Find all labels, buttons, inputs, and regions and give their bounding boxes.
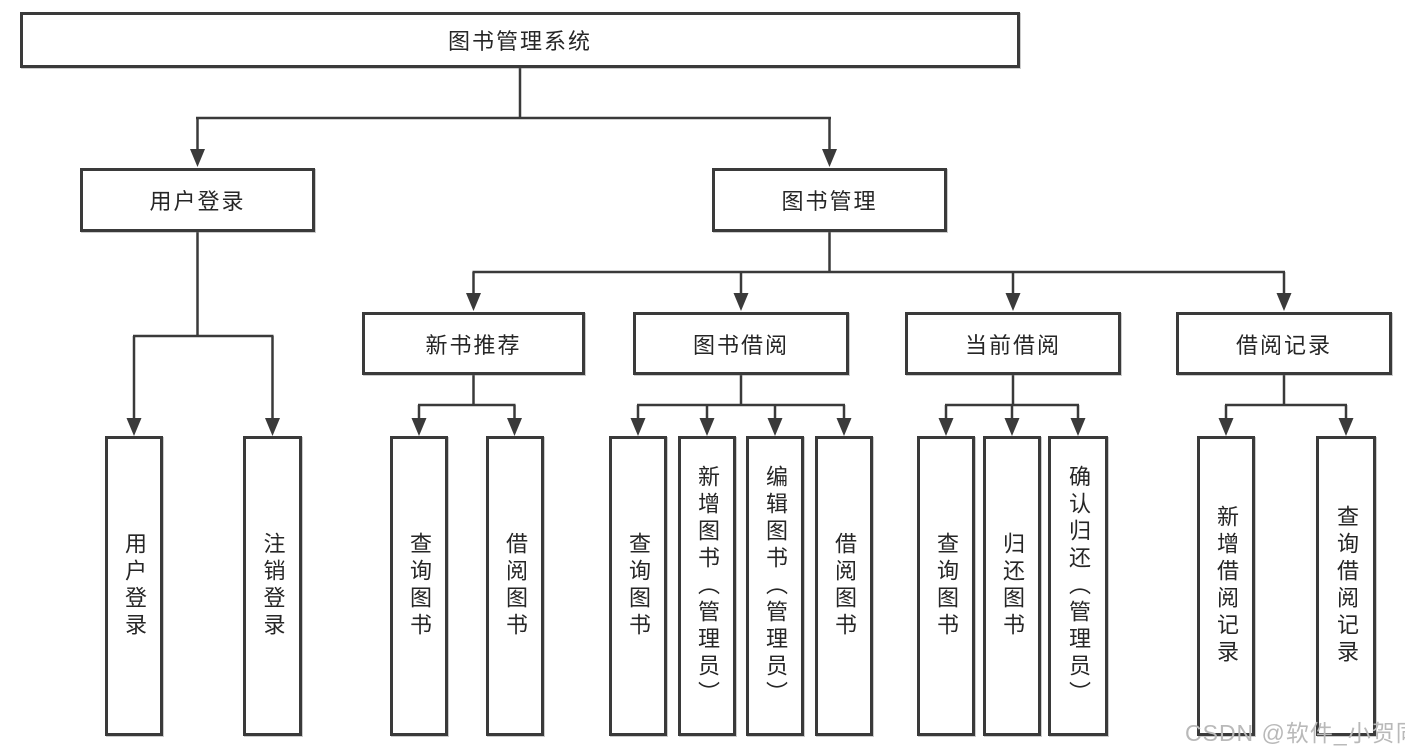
node-borrow-records: 借阅记录 <box>1176 312 1392 375</box>
node-book-borrow: 图书借阅 <box>633 312 849 375</box>
leaf-borrow-books-recommend: 借阅图书 <box>486 436 544 736</box>
node-user-login-label: 用户登录 <box>149 189 246 214</box>
leaf-logout-label: 注销登录 <box>260 532 286 640</box>
node-library-system-label: 图书管理系统 <box>447 29 592 54</box>
leaf-query-books-recommend: 查询图书 <box>390 436 448 736</box>
csdn-watermark: CSDN @软件_小贺同学 <box>1185 720 1405 746</box>
leaf-query-borrow-record: 查询借阅记录 <box>1316 436 1376 736</box>
leaf-confirm-return-admin-label: 确认归还（管理员） <box>1066 464 1091 708</box>
leaf-edit-book-admin-label: 编辑图书（管理员） <box>763 464 788 708</box>
leaf-add-book-admin-label: 新增图书（管理员） <box>695 464 720 708</box>
leaf-add-borrow-record-label: 新增借阅记录 <box>1214 505 1239 667</box>
leaf-query-books-borrow-label: 查询图书 <box>626 532 651 640</box>
leaf-user-login: 用户登录 <box>105 436 163 736</box>
node-new-book-recommend-label: 新书推荐 <box>425 332 522 358</box>
leaf-query-books-borrow: 查询图书 <box>609 436 667 736</box>
node-library-system: 图书管理系统 <box>20 12 1020 68</box>
node-book-borrow-label: 图书借阅 <box>692 332 789 358</box>
leaf-edit-book-admin: 编辑图书（管理员） <box>746 436 804 736</box>
leaf-confirm-return-admin: 确认归还（管理员） <box>1048 436 1108 736</box>
leaf-query-books-recommend-label: 查询图书 <box>407 532 432 640</box>
leaf-return-books: 归还图书 <box>983 436 1041 736</box>
leaf-logout: 注销登录 <box>243 436 302 736</box>
leaf-user-login-label: 用户登录 <box>122 532 147 640</box>
leaf-add-borrow-record: 新增借阅记录 <box>1197 436 1255 736</box>
node-current-borrow-label: 当前借阅 <box>964 332 1061 358</box>
leaf-query-borrow-record-label: 查询借阅记录 <box>1334 505 1359 667</box>
node-current-borrow: 当前借阅 <box>905 312 1121 375</box>
leaf-return-books-label: 归还图书 <box>1000 532 1025 640</box>
node-new-book-recommend: 新书推荐 <box>362 312 585 375</box>
leaf-query-books-current: 查询图书 <box>917 436 975 736</box>
leaf-query-books-current-label: 查询图书 <box>934 532 959 640</box>
node-book-management: 图书管理 <box>712 168 947 232</box>
node-borrow-records-label: 借阅记录 <box>1235 332 1332 358</box>
node-user-login: 用户登录 <box>80 168 315 232</box>
leaf-borrow-books-label: 借阅图书 <box>832 532 857 640</box>
node-book-management-label: 图书管理 <box>781 189 878 214</box>
leaf-borrow-books-recommend-label: 借阅图书 <box>503 532 528 640</box>
leaf-borrow-books: 借阅图书 <box>815 436 873 736</box>
leaf-add-book-admin: 新增图书（管理员） <box>678 436 736 736</box>
